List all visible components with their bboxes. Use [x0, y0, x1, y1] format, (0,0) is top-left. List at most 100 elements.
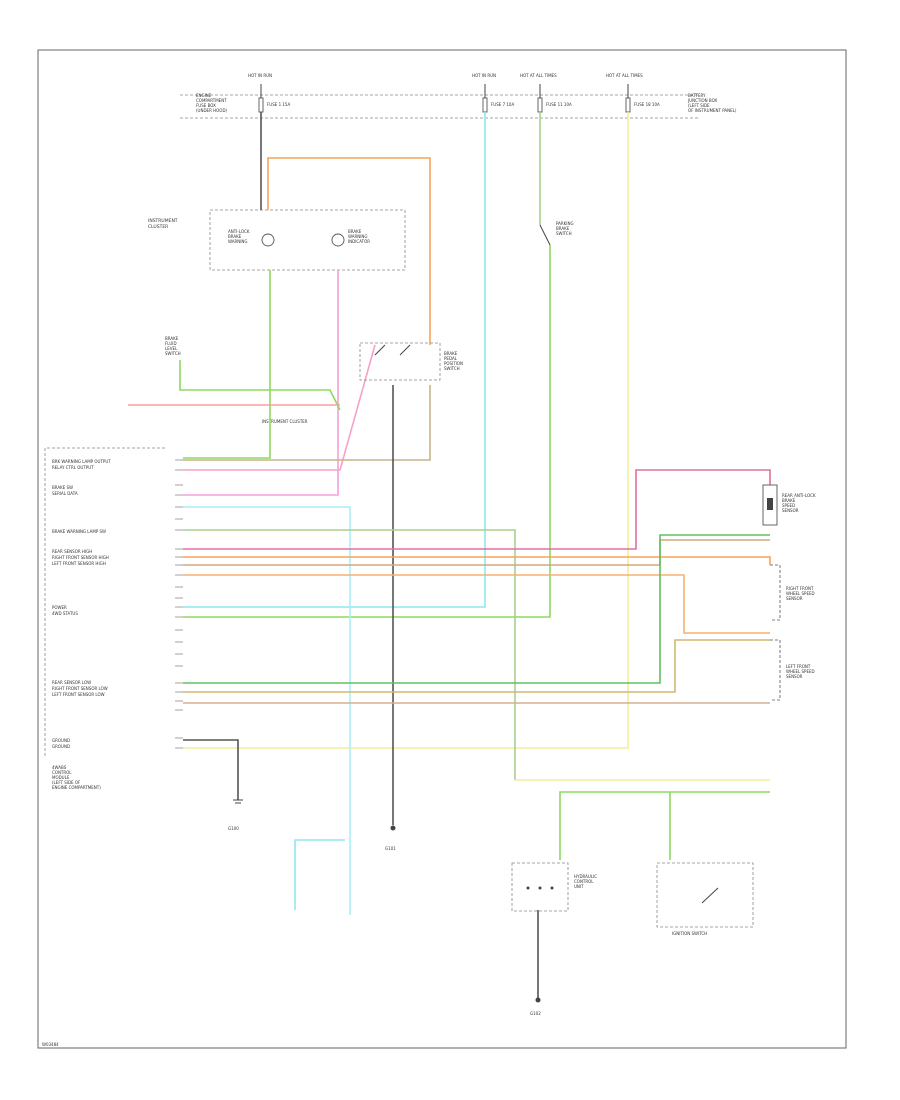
instrument-cluster: INSTRUMENT CLUSTER ANTI-LOCK BRAKE WARNI… — [148, 209, 406, 424]
wire-green-hydraulic — [559, 791, 770, 860]
svg-text:PARKING: PARKING — [556, 221, 574, 226]
svg-text:BRAKE WARNING LAMP SW: BRAKE WARNING LAMP SW — [52, 529, 106, 534]
svg-text:FLUID: FLUID — [165, 341, 177, 346]
svg-text:POSITION: POSITION — [444, 361, 463, 366]
svg-text:SWITCH: SWITCH — [556, 231, 572, 236]
junction-box-label-3: (LEFT SIDE — [688, 103, 710, 108]
wire-ground-module — [183, 739, 239, 800]
brake-pedal-switch: BRAKE PEDAL POSITION SWITCH — [359, 342, 463, 381]
ignition-switch: IGNITION SWITCH — [656, 862, 754, 936]
fuse-symbol: FUSE 18 10A — [625, 97, 660, 113]
svg-text:RIGHT FRONT SENSOR LOW: RIGHT FRONT SENSOR LOW — [52, 686, 108, 691]
rear-speed-sensor: REAR ANTI-LOCK BRAKE SPEED SENSOR — [762, 484, 816, 526]
diagram-id: W03484 — [42, 1042, 59, 1047]
hot-at-all-times-label-1: HOT AT ALL TIMES — [520, 73, 557, 78]
svg-text:SWITCH: SWITCH — [444, 366, 460, 371]
svg-text:INDICATOR: INDICATOR — [348, 239, 370, 244]
svg-text:LEVEL: LEVEL — [165, 346, 178, 351]
svg-text:CONTROL: CONTROL — [52, 770, 72, 775]
wire-rear-high — [183, 469, 771, 550]
svg-text:FUSE 7 10A: FUSE 7 10A — [491, 102, 514, 107]
svg-text:PEDAL: PEDAL — [444, 356, 458, 361]
fuse-box-label-1: ENGINE — [196, 93, 212, 98]
hot-in-run-label-1: HOT IN RUN — [248, 73, 272, 78]
right-front-speed-sensor: RIGHT FRONT WHEEL SPEED SENSOR — [770, 564, 815, 621]
left-front-speed-sensor: LEFT FRONT WHEEL SPEED SENSOR — [770, 639, 815, 701]
fuse-box-label-2: COMPARTMENT — [196, 98, 227, 103]
svg-text:BRAKE: BRAKE — [165, 336, 179, 341]
svg-text:REAR SENSOR HIGH: REAR SENSOR HIGH — [52, 549, 92, 554]
wire-tan-switch — [183, 385, 431, 461]
svg-text:FUSE 11 10A: FUSE 11 10A — [546, 102, 572, 107]
svg-text:WHEEL SPEED: WHEEL SPEED — [786, 591, 815, 596]
svg-text:REAR SENSOR LOW: REAR SENSOR LOW — [52, 680, 91, 685]
wire-cyan-bottom — [294, 839, 345, 910]
svg-text:SENSOR: SENSOR — [786, 596, 803, 601]
wire-green-fuse11-b — [183, 245, 551, 618]
svg-text:WARNING: WARNING — [348, 234, 368, 239]
svg-text:SENSOR: SENSOR — [782, 508, 799, 513]
wire-cyan-fuse7 — [183, 112, 486, 608]
hot-in-run-label-2: HOT IN RUN — [472, 73, 496, 78]
wiring — [128, 112, 771, 1000]
wire-rf-low — [183, 639, 770, 693]
svg-text:REAR ANTI-LOCK: REAR ANTI-LOCK — [782, 493, 816, 498]
svg-text:CLUSTER: CLUSTER — [148, 224, 168, 230]
svg-text:WHEEL SPEED: WHEEL SPEED — [786, 669, 815, 674]
wire-green-lampsw — [183, 529, 516, 780]
svg-text:RIGHT FRONT SENSOR HIGH: RIGHT FRONT SENSOR HIGH — [52, 555, 109, 560]
svg-text:UNIT: UNIT — [574, 884, 584, 889]
svg-text:G102: G102 — [530, 1011, 541, 1016]
svg-text:4WABS: 4WABS — [52, 765, 67, 770]
svg-text:G100: G100 — [228, 826, 239, 831]
svg-text:BRAKE: BRAKE — [782, 498, 796, 503]
svg-text:ANTI-LOCK: ANTI-LOCK — [228, 229, 250, 234]
wire-yellow-fuse18 — [183, 112, 629, 749]
wire-lf-high-b — [183, 574, 770, 634]
wire-green-cluster — [183, 270, 271, 459]
ground-symbol: G101 — [385, 825, 396, 851]
svg-text:RELAY CTRL OUTPUT: RELAY CTRL OUTPUT — [52, 465, 94, 470]
wire-lf-high — [183, 539, 770, 566]
wire-rf-high — [183, 556, 771, 565]
svg-text:GROUND: GROUND — [52, 738, 70, 743]
svg-text:LEFT FRONT SENSOR LOW: LEFT FRONT SENSOR LOW — [52, 692, 105, 697]
svg-text:FUSE 1 15A: FUSE 1 15A — [267, 102, 290, 107]
svg-text:SPEED: SPEED — [782, 503, 795, 508]
svg-text:BRAKE SW: BRAKE SW — [52, 485, 73, 490]
svg-text:FUSE 18 10A: FUSE 18 10A — [634, 102, 660, 107]
fuse-symbol: FUSE 11 10A — [537, 97, 572, 113]
wire-green-sensor — [179, 360, 341, 411]
svg-text:SENSOR: SENSOR — [786, 674, 803, 679]
fuse-symbol: FUSE 7 10A — [482, 97, 514, 113]
svg-text:BRAKE: BRAKE — [444, 351, 458, 356]
junction-box-label-4: OF INSTRUMENT PANEL) — [688, 108, 737, 113]
svg-text:(LEFT SIDE OF: (LEFT SIDE OF — [52, 780, 81, 785]
svg-text:BRAKE: BRAKE — [228, 234, 242, 239]
svg-text:RIGHT FRONT: RIGHT FRONT — [786, 586, 814, 591]
svg-text:GROUND: GROUND — [52, 744, 70, 749]
svg-text:WARNING: WARNING — [228, 239, 248, 244]
svg-text:G101: G101 — [385, 846, 396, 851]
svg-text:HYDRAULIC: HYDRAULIC — [574, 874, 597, 879]
parking-brake-switch: PARKING BRAKE SWITCH — [539, 221, 574, 246]
hot-at-all-times-label-2: HOT AT ALL TIMES — [606, 73, 643, 78]
fuse-box-label-4: (UNDER HOOD) — [196, 108, 228, 113]
wire-pink-cluster — [183, 270, 339, 496]
svg-text:INSTRUMENT: INSTRUMENT — [148, 218, 178, 224]
ground-symbol: G102 — [530, 997, 541, 1016]
svg-text:BRAKE: BRAKE — [556, 226, 570, 231]
wire-orange-brake — [267, 157, 431, 345]
wire-pink-relay — [183, 344, 376, 471]
wire-rear-low — [183, 534, 770, 684]
svg-text:IGNITION SWITCH: IGNITION SWITCH — [672, 931, 707, 936]
ground-symbol: G100 — [228, 799, 243, 831]
svg-text:POWER: POWER — [52, 605, 67, 610]
fuse-panel: HOT IN RUN HOT IN RUN HOT AT ALL TIMES H… — [180, 73, 737, 119]
wire-lightcyan-serial — [183, 506, 351, 915]
svg-text:ENGINE COMPARTMENT): ENGINE COMPARTMENT) — [52, 785, 101, 790]
svg-text:LEFT FRONT: LEFT FRONT — [786, 664, 811, 669]
svg-text:4WD STATUS: 4WD STATUS — [52, 611, 78, 616]
svg-text:LEFT FRONT SENSOR HIGH: LEFT FRONT SENSOR HIGH — [52, 561, 106, 566]
